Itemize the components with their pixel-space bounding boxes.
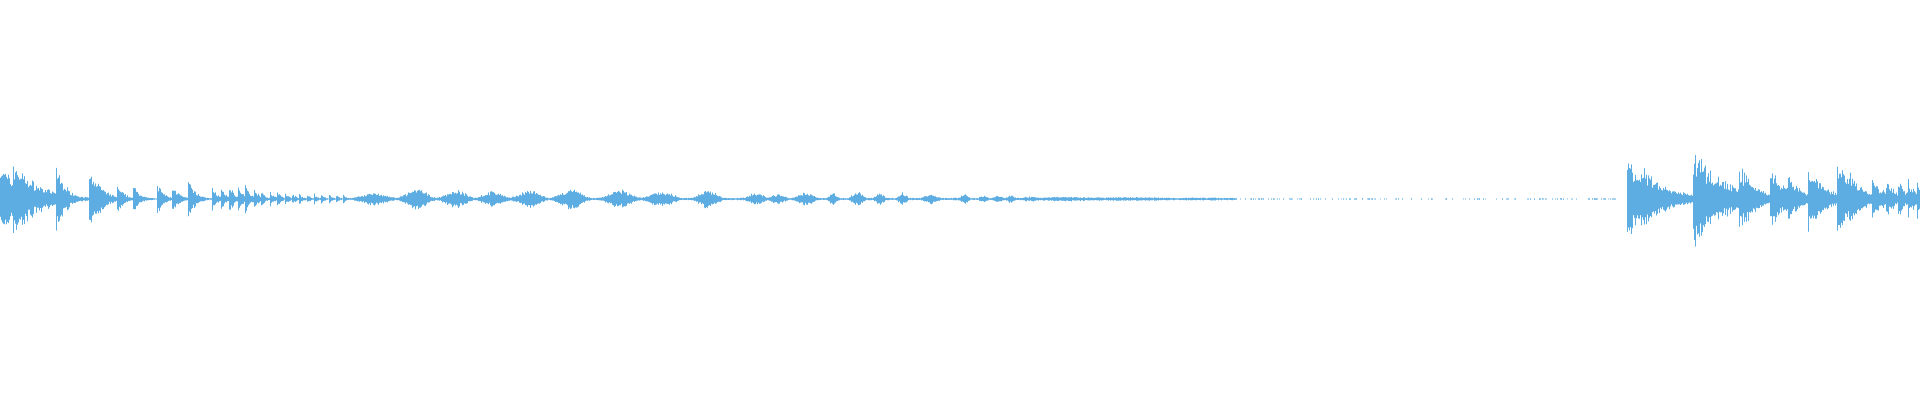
waveform-path: [0, 155, 1920, 247]
